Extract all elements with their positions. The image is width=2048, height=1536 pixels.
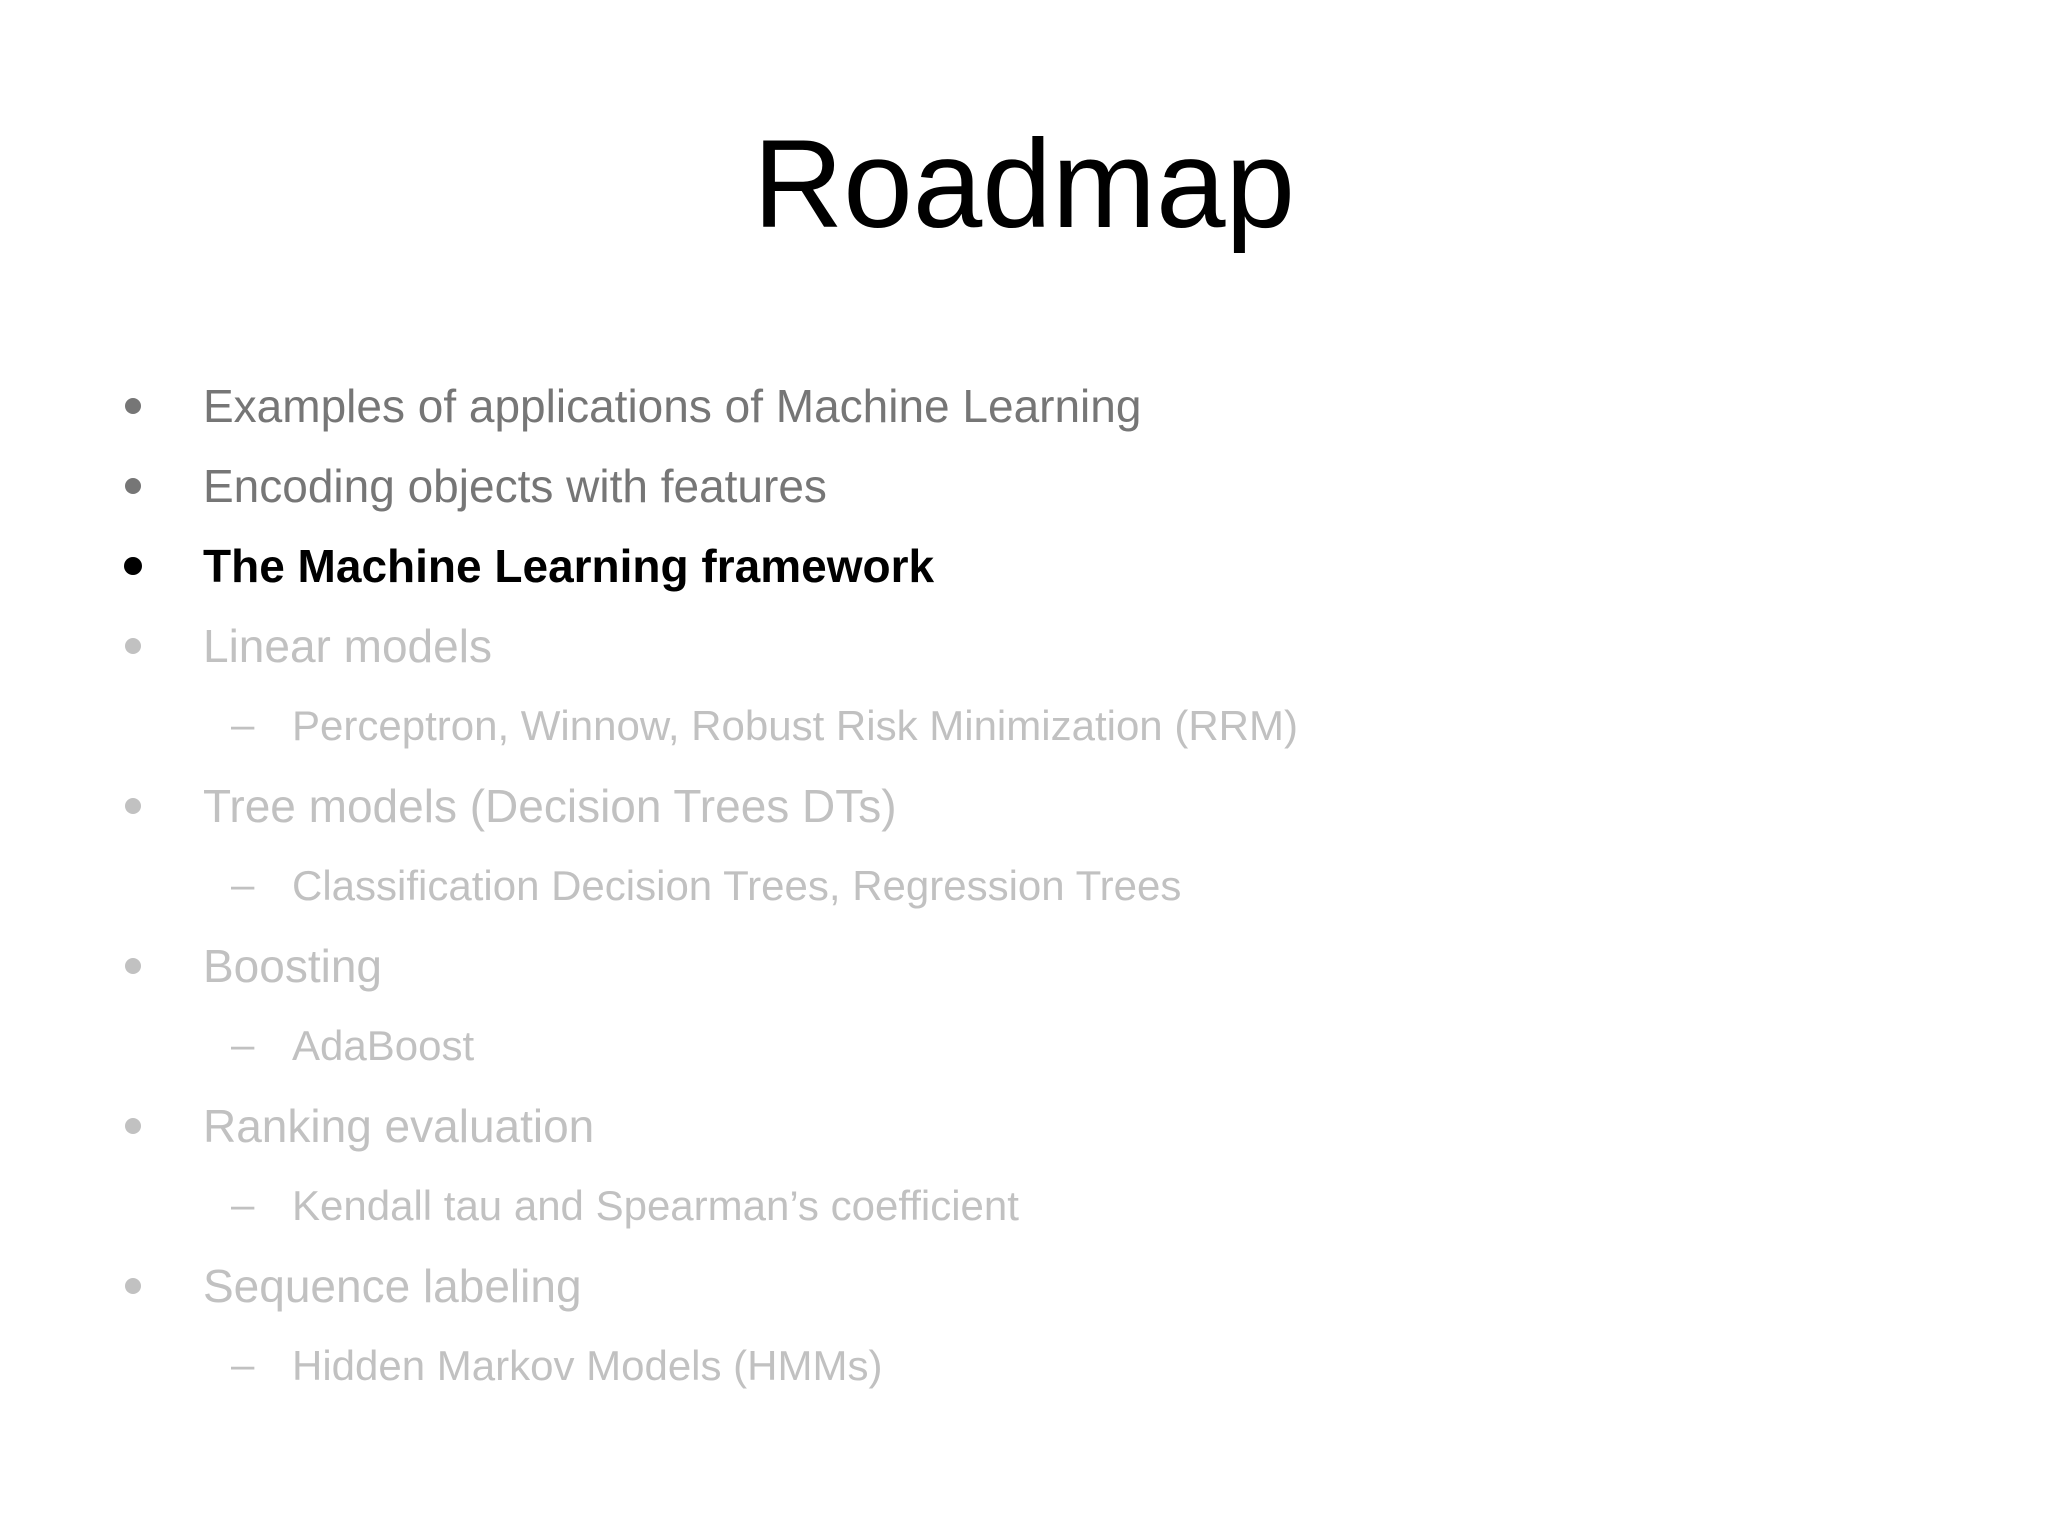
list-item: Encoding objects with features bbox=[0, 446, 2048, 526]
list-item-label: Examples of applications of Machine Lear… bbox=[203, 379, 1142, 432]
dash-icon: – bbox=[231, 1020, 255, 1068]
bullet-dot-icon bbox=[125, 398, 141, 414]
list-item-label: AdaBoost bbox=[292, 1021, 475, 1069]
list-item: Ranking evaluation bbox=[0, 1086, 2048, 1166]
list-item-label: Kendall tau and Spearman’s coefficient bbox=[292, 1181, 1019, 1229]
list-item: Examples of applications of Machine Lear… bbox=[0, 366, 2048, 446]
list-item-label: Boosting bbox=[203, 939, 383, 992]
dash-icon: – bbox=[231, 700, 255, 748]
bullet-dot-icon bbox=[125, 478, 141, 494]
bullet-dot-icon bbox=[125, 958, 141, 974]
list-item-label: Hidden Markov Models (HMMs) bbox=[292, 1341, 883, 1389]
list-item-label: Sequence labeling bbox=[203, 1259, 582, 1312]
dash-icon: – bbox=[231, 1340, 255, 1388]
page-title: Roadmap bbox=[753, 115, 1295, 254]
list-item: Tree models (Decision Trees DTs) bbox=[0, 766, 2048, 846]
list-item-label: The Machine Learning framework bbox=[203, 539, 935, 592]
list-item-label: Perceptron, Winnow, Robust Risk Minimiza… bbox=[292, 701, 1298, 749]
list-subitem: – Classification Decision Trees, Regress… bbox=[0, 846, 2048, 926]
dash-icon: – bbox=[231, 1180, 255, 1228]
list-item-label: Tree models (Decision Trees DTs) bbox=[203, 779, 897, 832]
list-item-label: Classification Decision Trees, Regressio… bbox=[292, 861, 1182, 909]
bullet-dot-icon bbox=[124, 557, 142, 575]
list-item-current: The Machine Learning framework bbox=[0, 526, 2048, 606]
list-item-label: Linear models bbox=[203, 619, 492, 672]
list-subitem: – AdaBoost bbox=[0, 1006, 2048, 1086]
list-item-label: Ranking evaluation bbox=[203, 1099, 595, 1152]
bullet-dot-icon bbox=[125, 638, 141, 654]
bullet-dot-icon bbox=[125, 1118, 141, 1134]
list-subitem: – Kendall tau and Spearman’s coefficient bbox=[0, 1166, 2048, 1246]
bullet-dot-icon bbox=[125, 1278, 141, 1294]
bullet-dot-icon bbox=[125, 798, 141, 814]
list-item: Boosting bbox=[0, 926, 2048, 1006]
list-item: Sequence labeling bbox=[0, 1246, 2048, 1326]
agenda-list: Examples of applications of Machine Lear… bbox=[0, 366, 2048, 1406]
list-subitem: – Hidden Markov Models (HMMs) bbox=[0, 1326, 2048, 1406]
dash-icon: – bbox=[231, 860, 255, 908]
list-item: Linear models bbox=[0, 606, 2048, 686]
list-subitem: – Perceptron, Winnow, Robust Risk Minimi… bbox=[0, 686, 2048, 766]
list-item-label: Encoding objects with features bbox=[203, 459, 827, 512]
